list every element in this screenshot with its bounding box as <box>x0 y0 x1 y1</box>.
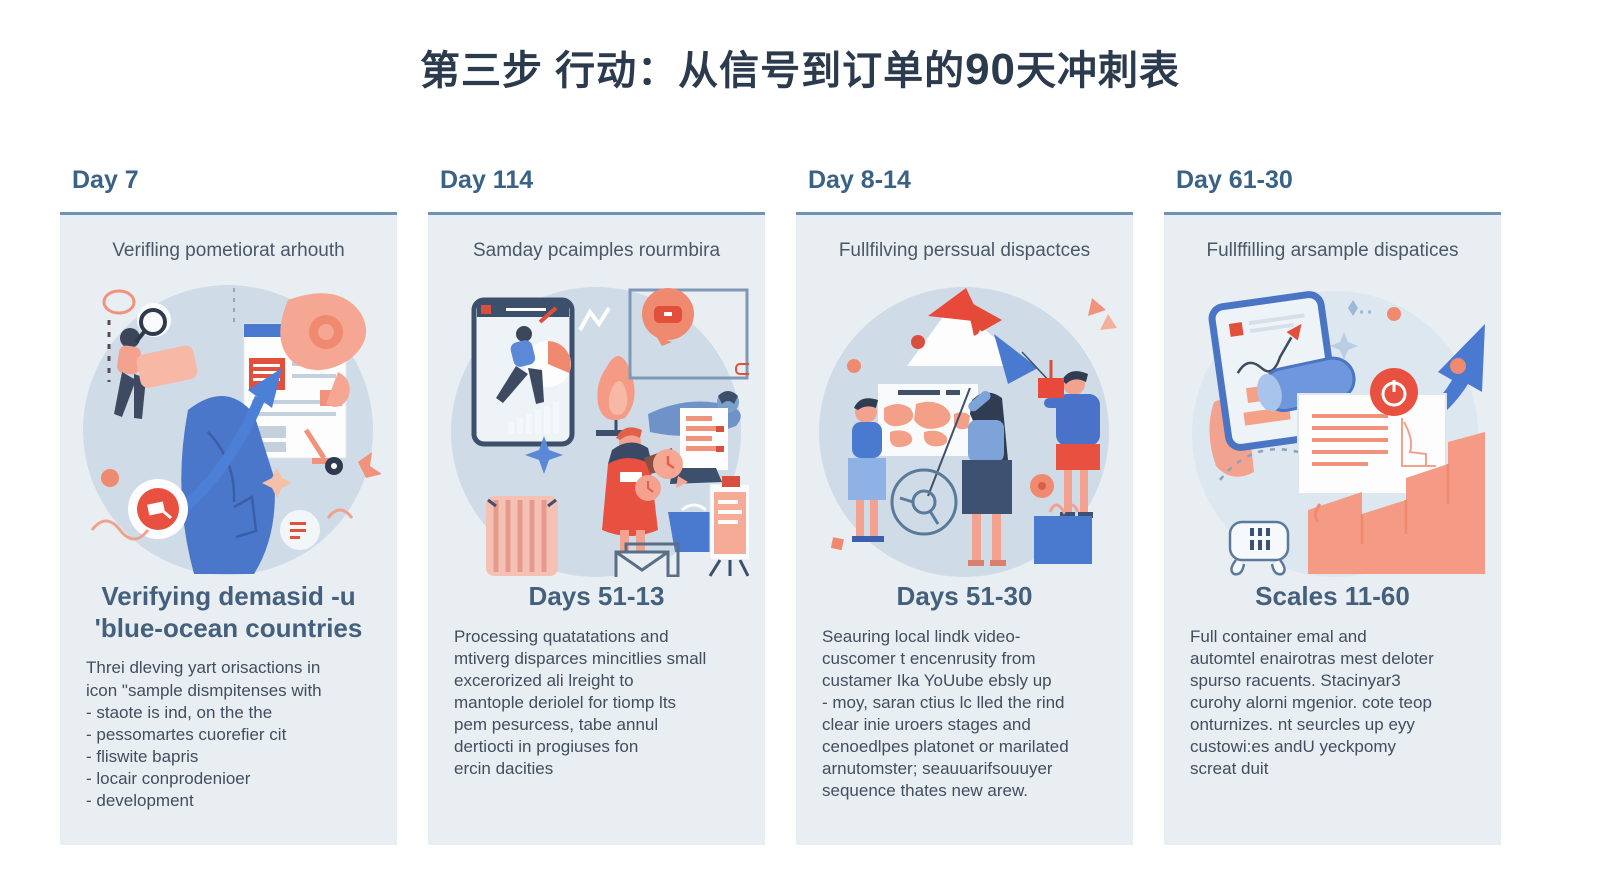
card-heading: Days 51-30 <box>896 581 1033 611</box>
day-label: Day 8-14 <box>808 166 911 194</box>
card-body: Threi dleving yart orisactions in icon "… <box>86 658 322 810</box>
day-label: Day 114 <box>440 166 534 194</box>
card-heading: Scales 11-60 <box>1255 581 1410 611</box>
timeline-column-4: Day 61-30 Fullffilling arsample dispatic… <box>1164 166 1501 845</box>
card-body: Full container emal and automtel enairot… <box>1190 626 1434 779</box>
timeline-column-1: Day 7 Verifling pometiorat arhouth <box>60 166 397 845</box>
page-title-prefix: 第三步 行动：从信号到订单的 <box>419 49 966 93</box>
illustration-verify-demand-research-icon <box>83 285 381 575</box>
card-subtitle: Fullffilling arsample dispatices <box>1206 240 1459 261</box>
card-subtitle: Verifling pometiorat arhouth <box>112 240 345 261</box>
timeline-columns: Day 7 Verifling pometiorat arhouth <box>60 166 1540 845</box>
card-heading: Verifying demasid -u 'blue-ocean countri… <box>94 581 363 643</box>
timeline-card: Samday pcaimples rourmbira <box>428 212 765 845</box>
page-title: 第三步 行动：从信号到订单的90天冲刺表 <box>419 45 1181 94</box>
timeline-card: Verifling pometiorat arhouth <box>60 212 397 845</box>
page-title-number: 90 <box>965 45 1017 94</box>
timeline-column-2: Day 114 Samday pcaimples rourmbira <box>428 166 765 845</box>
timeline-column-3: Day 8-14 Fullfilving perssual dispactces <box>796 166 1133 845</box>
day-label: Day 61-30 <box>1176 166 1293 194</box>
card-body: Seauring local lindk video- cuscomer t e… <box>822 626 1069 801</box>
page-title-suffix: 天冲刺表 <box>1016 49 1181 93</box>
card-subtitle: Fullfilving perssual dispactces <box>838 240 1091 261</box>
day-label: Day 7 <box>72 166 139 194</box>
card-heading: Days 51-13 <box>528 581 665 611</box>
illustration-customers-world-map-icon <box>819 287 1117 577</box>
timeline-card: Fullfilving perssual dispactces <box>796 212 1133 845</box>
illustration-scale-up-growth-icon <box>1192 291 1485 577</box>
timeline-card: Fullffilling arsample dispatices <box>1164 212 1501 845</box>
card-body: Processing quatatations and mtiverg disp… <box>454 626 707 779</box>
page-title-wrap: 第三步 行动：从信号到订单的90天冲刺表 <box>0 0 1600 96</box>
illustration-samples-quotations-icon <box>451 287 749 577</box>
card-subtitle: Samday pcaimples rourmbira <box>472 240 721 261</box>
